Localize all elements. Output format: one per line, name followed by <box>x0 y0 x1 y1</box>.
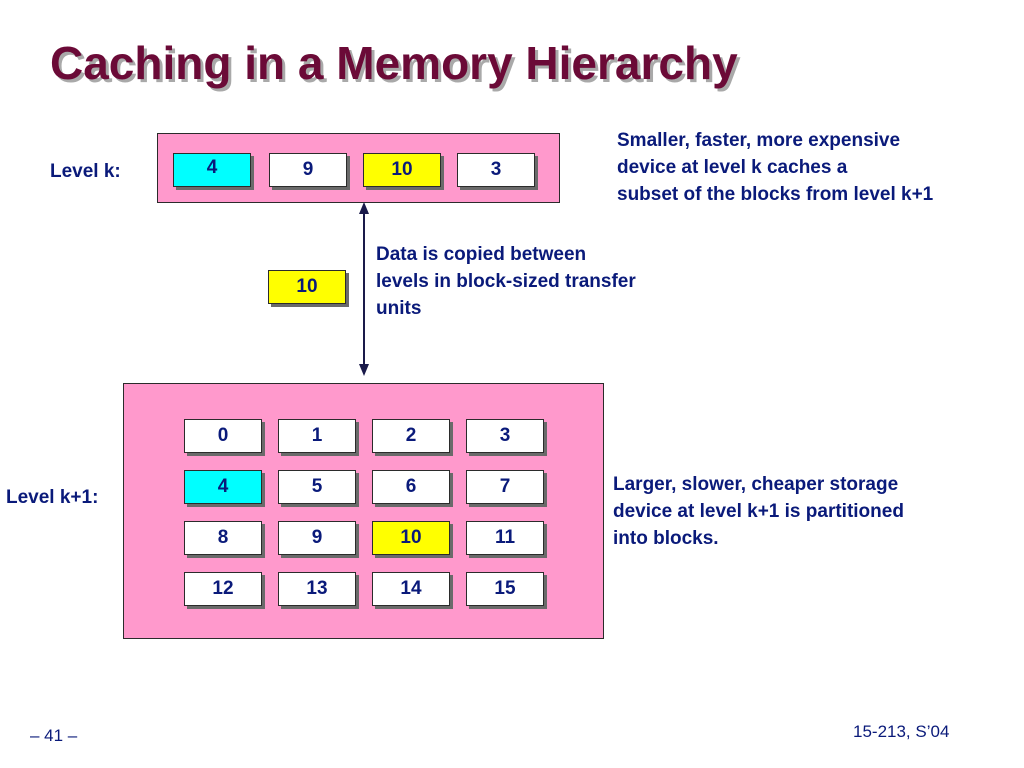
level-k1-block: 1 <box>278 419 356 453</box>
level-k1-block: 13 <box>278 572 356 606</box>
level-k1-panel: 0 1 2 3 4 5 6 7 8 9 10 11 12 13 14 15 <box>123 383 604 639</box>
level-k-block: 3 <box>457 153 535 187</box>
desc-line: into blocks. <box>613 528 719 549</box>
level-k1-block: 5 <box>278 470 356 504</box>
level-k1-block: 2 <box>372 419 450 453</box>
level-k-label: Level k: <box>50 161 121 182</box>
desc-line: device at level k+1 is partitioned <box>613 501 904 522</box>
level-k1-block: 8 <box>184 521 262 555</box>
level-k1-block: 9 <box>278 521 356 555</box>
level-k1-block: 4 <box>184 470 262 504</box>
level-k-description: Smaller, faster, more expensive device a… <box>617 127 933 208</box>
desc-line: subset of the blocks from level k+1 <box>617 184 934 205</box>
level-k1-block: 3 <box>466 419 544 453</box>
slide-title: Caching in a Memory Hierarchy <box>50 37 738 89</box>
transfer-block: 10 <box>268 270 346 304</box>
level-k1-label: Level k+1: <box>6 487 99 508</box>
level-k1-block: 14 <box>372 572 450 606</box>
level-k1-block: 12 <box>184 572 262 606</box>
level-k-panel: 4 9 10 3 <box>157 133 560 203</box>
level-k-block: 10 <box>363 153 441 187</box>
level-k1-description: Larger, slower, cheaper storage device a… <box>613 471 904 552</box>
course-label: 15-213, S’04 <box>853 722 950 741</box>
level-k1-block: 6 <box>372 470 450 504</box>
level-k1-block: 7 <box>466 470 544 504</box>
desc-line: levels in block-sized transfer <box>376 271 636 292</box>
level-k-block: 4 <box>173 153 251 187</box>
level-k-block: 9 <box>269 153 347 187</box>
transfer-description: Data is copied between levels in block-s… <box>376 241 636 322</box>
desc-line: units <box>376 298 422 319</box>
level-k1-block: 10 <box>372 521 450 555</box>
level-k1-block: 0 <box>184 419 262 453</box>
desc-line: device at level k caches a <box>617 157 848 178</box>
transfer-arrow-icon <box>359 202 369 376</box>
level-k1-block: 11 <box>466 521 544 555</box>
level-k1-block: 15 <box>466 572 544 606</box>
page-number: – 41 – <box>30 726 78 745</box>
desc-line: Data is copied between <box>376 244 587 265</box>
desc-line: Smaller, faster, more expensive <box>617 130 901 151</box>
desc-line: Larger, slower, cheaper storage <box>613 474 899 495</box>
